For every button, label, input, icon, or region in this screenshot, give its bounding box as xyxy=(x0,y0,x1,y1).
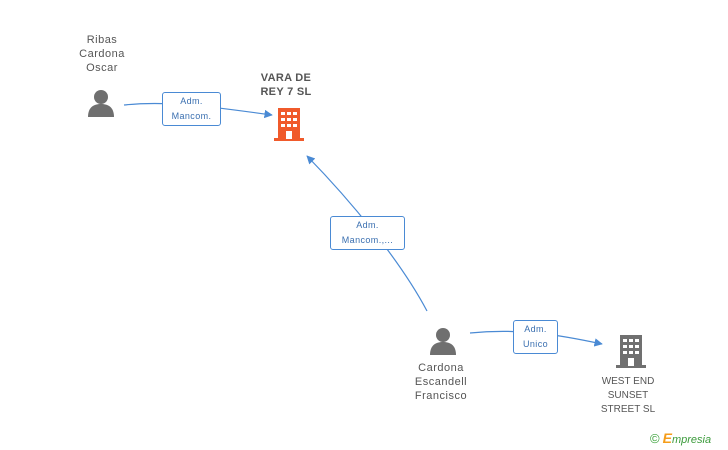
person-cardona-name-line-1: Cardona xyxy=(418,362,464,374)
company-vara-name-line-1: VARA DE xyxy=(260,72,312,84)
edge-label-cardona-westend-line-1: Adm. xyxy=(524,324,547,334)
edge-label-ribas-vara[interactable]: Adm. Mancom. xyxy=(162,92,221,126)
edge-label-cardona-westend-line-2: Unico xyxy=(522,339,548,349)
company-westend-name-line-3: STREET SL xyxy=(600,404,656,415)
building-icon[interactable] xyxy=(272,107,306,143)
company-westend-name-line-2: SUNSET xyxy=(607,390,649,401)
brand-initial: E xyxy=(662,430,672,446)
brand-name: mpresia xyxy=(671,434,712,446)
empresia-logo: ©Empresia xyxy=(650,430,711,446)
edge-label-ribas-vara-line-1: Adm. xyxy=(180,96,203,106)
copyright-icon: © xyxy=(650,431,660,446)
edge-label-cardona-vara-line-2: Mancom.,... xyxy=(341,235,394,245)
company-westend-name-line-1: WEST END xyxy=(601,376,655,387)
person-icon[interactable] xyxy=(428,326,458,356)
person-cardona-name-line-3: Francisco xyxy=(414,390,468,402)
person-cardona-name-line-2: Escandell xyxy=(414,376,468,388)
person-ribas-name-line-3: Oscar xyxy=(86,62,118,74)
edge-label-ribas-vara-line-2: Mancom. xyxy=(171,111,212,121)
company-vara-label: VARA DE REY 7 SL xyxy=(246,71,326,99)
edge-label-cardona-westend[interactable]: Adm. Unico xyxy=(513,320,558,354)
edge-label-cardona-vara[interactable]: Adm. Mancom.,... xyxy=(330,216,405,250)
person-ribas-label: Ribas Cardona Oscar xyxy=(62,33,142,75)
building-icon[interactable] xyxy=(614,334,648,370)
edge-label-cardona-vara-line-1: Adm. xyxy=(356,220,379,230)
person-ribas-name-line-1: Ribas xyxy=(86,34,118,46)
company-westend-label: WEST END SUNSET STREET SL xyxy=(586,375,670,417)
person-icon[interactable] xyxy=(86,88,116,118)
person-ribas-name-line-2: Cardona xyxy=(79,48,125,60)
company-vara-name-line-2: REY 7 SL xyxy=(260,86,312,98)
person-cardona-label: Cardona Escandell Francisco xyxy=(396,361,486,403)
